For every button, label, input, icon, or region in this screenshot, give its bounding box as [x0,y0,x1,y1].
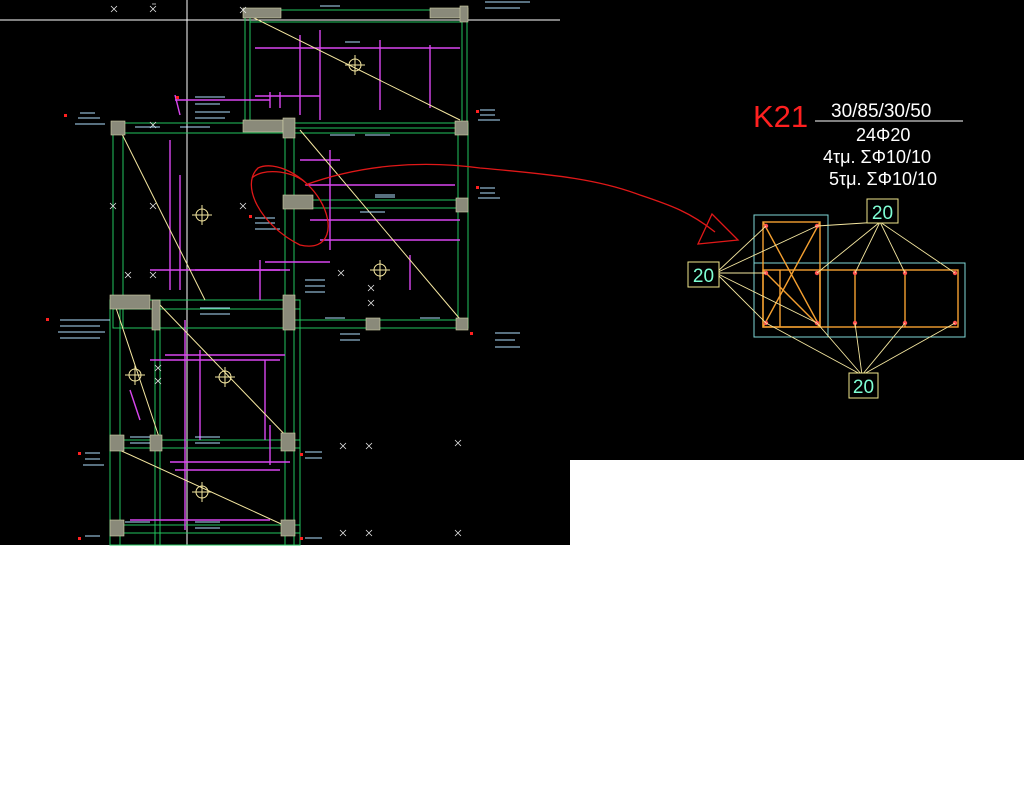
cover-label-left: 20 [687,261,720,288]
cover-label-top: 20 [866,198,899,224]
arrow-head [696,212,740,245]
cover-bottom-text: 20 [853,377,874,398]
beam-outlines [109,9,469,546]
highlight-annotation [250,163,740,247]
stirrups-2: 5τμ. ΣΦ10/10 [829,169,937,189]
point-markers [109,3,462,537]
cover-left-text: 20 [693,266,714,287]
cover-label-bottom: 20 [848,372,879,399]
annotation-marks [58,1,530,539]
column-dimensions: 30/85/30/50 [831,101,931,122]
slab-symbols [125,55,390,502]
stirrups [762,221,959,328]
rebar-lines [129,30,460,530]
column-section: 20 20 20 [687,198,966,399]
main-rebar: 24Φ20 [856,125,910,145]
column-name: K21 [753,99,808,134]
highlight-circle [250,165,329,247]
column-label: K21 30/85/30/50 24Φ20 4τμ. ΣΦ10/10 5τμ. … [753,99,963,189]
floor-plan [46,1,530,546]
arrow-curve [304,163,716,233]
red-ticks [46,96,479,540]
stirrups-1: 4τμ. ΣΦ10/10 [823,147,931,167]
cover-top-text: 20 [872,203,893,224]
columns [109,5,469,537]
highlight-circle-inner [251,171,306,183]
